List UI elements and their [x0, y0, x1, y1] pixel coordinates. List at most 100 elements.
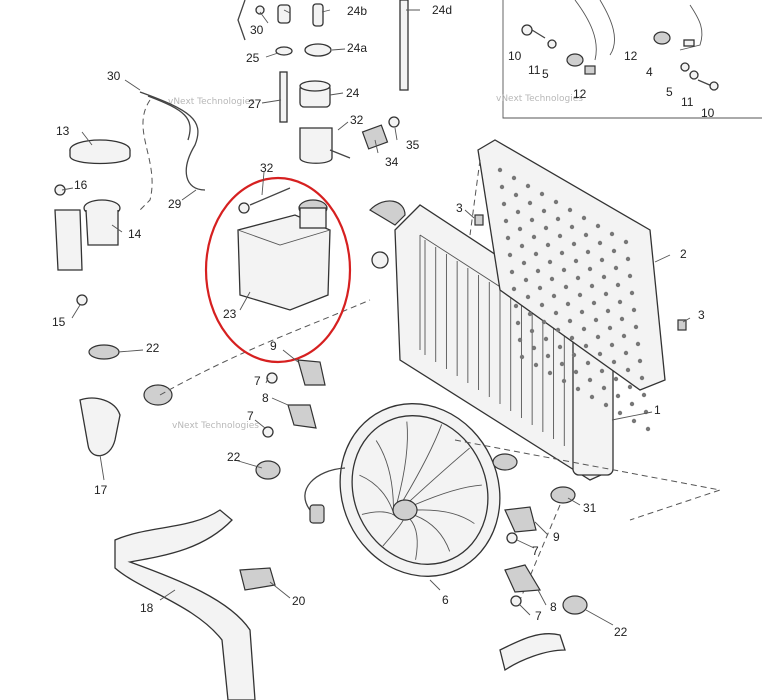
label-7c: 7: [532, 544, 539, 558]
grille-hole: [567, 318, 573, 324]
bracket-9b: [504, 506, 537, 533]
grille-hole: [629, 290, 635, 296]
label-25: 25: [246, 51, 260, 65]
grille-hole: [597, 240, 603, 246]
grille-hole: [581, 215, 587, 221]
grille-hole: [539, 191, 545, 197]
clip-3b: [677, 319, 687, 331]
label-35: 35: [406, 138, 420, 152]
grille-hole: [609, 231, 615, 237]
grille-hole: [515, 209, 521, 215]
grille-hole: [539, 302, 545, 308]
grille-hole: [527, 311, 533, 317]
label-20: 20: [292, 594, 306, 608]
grille-hole: [589, 283, 595, 289]
grille-hole: [551, 293, 557, 299]
grille-hole: [525, 183, 531, 189]
grille-hole: [513, 303, 519, 309]
grille-hole: [623, 239, 629, 245]
grille-hole: [597, 351, 603, 357]
grille-hole: [587, 377, 593, 383]
grille-hole: [561, 267, 567, 273]
grille-hole: [637, 358, 643, 364]
grille-hole: [527, 200, 533, 206]
grille-hole: [519, 354, 525, 360]
grille-hole: [511, 175, 517, 181]
label-24d: 24d: [432, 3, 452, 17]
grille-hole: [629, 401, 635, 407]
label-14: 14: [128, 227, 142, 241]
upper-hose-clamps: [79, 299, 371, 457]
grille-hole: [543, 336, 549, 342]
grille-hole: [557, 344, 563, 350]
label-27: 27: [248, 97, 262, 111]
grille-hole: [615, 282, 621, 288]
label-11b: 11: [681, 95, 694, 109]
fan-blade: [382, 519, 404, 547]
grille-hole: [639, 375, 645, 381]
label-4: 4: [646, 65, 653, 79]
grille-hole: [531, 345, 537, 351]
grille-hole: [631, 418, 637, 424]
grille-hole: [521, 260, 527, 266]
label-32: 32: [350, 113, 364, 127]
grille-hole: [545, 353, 551, 359]
label-5b: 5: [666, 85, 673, 99]
watermark-3: vNext Technologies: [172, 421, 259, 431]
grille-hole: [579, 309, 585, 315]
grille-hole: [635, 341, 641, 347]
grille-hole: [589, 394, 595, 400]
grille-hole: [573, 369, 579, 375]
label-7: 7: [254, 374, 261, 388]
grille-hole: [557, 233, 563, 239]
label-15: 15: [52, 315, 66, 329]
label-3b: 3: [698, 308, 705, 322]
label-11a: 11: [528, 63, 541, 77]
fan-blade: [359, 474, 394, 513]
grille-hole: [529, 217, 535, 223]
grille-hole: [603, 402, 609, 408]
grille-hole: [627, 384, 633, 390]
bracket-8b: [504, 564, 542, 593]
radiator-grille: [469, 139, 666, 432]
grille-hole: [575, 386, 581, 392]
grille-hole: [543, 225, 549, 231]
grille-hole: [525, 294, 531, 300]
fan-blade: [416, 509, 475, 524]
grille-hole: [633, 324, 639, 330]
watermark-2: vNext Technologies: [496, 94, 583, 104]
grille-hole: [621, 333, 627, 339]
grille-hole: [559, 361, 565, 367]
label-22: 22: [146, 341, 160, 355]
grille-hole: [599, 257, 605, 263]
grille-hole: [509, 269, 515, 275]
grille-hole: [519, 243, 525, 249]
label-31: 31: [583, 501, 597, 515]
cooling-fan: [304, 403, 501, 577]
label-9: 9: [270, 339, 277, 353]
grille-hole: [505, 235, 511, 241]
grille-hole: [515, 320, 521, 326]
label-13: 13: [56, 124, 70, 138]
leader-lines: [61, 9, 691, 626]
grille-hole: [581, 326, 587, 332]
grille-hole: [569, 224, 575, 230]
grille-hole: [503, 218, 509, 224]
label-8: 8: [262, 391, 269, 405]
grille-hole: [555, 216, 561, 222]
grille-hole: [547, 259, 553, 265]
grille-hole: [533, 251, 539, 257]
label-1: 1: [654, 403, 661, 417]
grille-hole: [595, 223, 601, 229]
grille-hole: [641, 392, 647, 398]
highlight-circle: [204, 176, 352, 364]
grille-hole: [553, 310, 559, 316]
grille-hole: [591, 300, 597, 306]
grille-hole: [585, 249, 591, 255]
spacer-31a: [492, 453, 518, 471]
label-22c: 22: [614, 625, 628, 639]
grille-hole: [545, 242, 551, 248]
label-17: 17: [94, 483, 108, 497]
grille-hole: [625, 367, 631, 373]
